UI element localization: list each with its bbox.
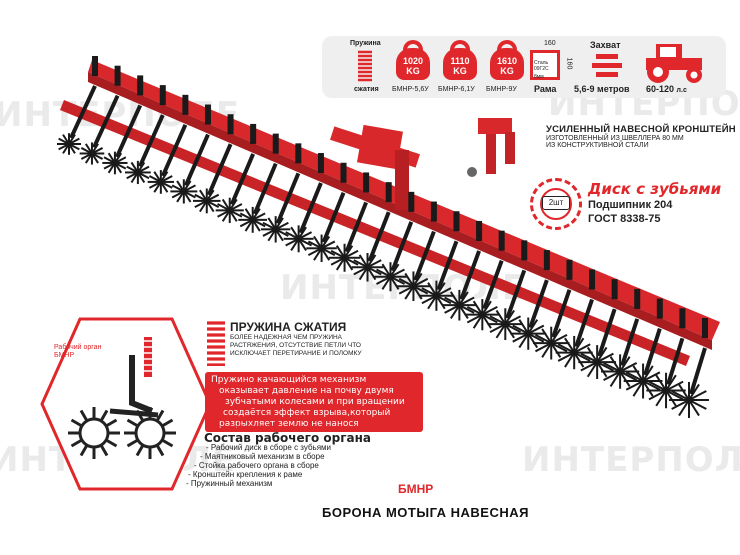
tractor-icon xyxy=(646,44,702,83)
composition-title: Состав рабочего органа xyxy=(204,431,371,445)
spring-caption: сжатия xyxy=(354,86,379,93)
mount-line: ИЗ КОНСТРУКТИВНОЙ СТАЛИ xyxy=(546,142,649,149)
spring-description: ПРУЖИНА СЖАТИЯ БОЛЕЕ НАДЕЖНАЯ ЧЕМ ПРУЖИН… xyxy=(230,320,410,358)
frame-profile-icon xyxy=(530,50,560,80)
weight-model: БМНР-5,6У xyxy=(392,86,429,93)
list-item: - Пружинный механизм xyxy=(186,479,273,488)
spring-title: ПРУЖИНА СЖАТИЯ xyxy=(230,320,347,334)
mechanism-description-tail: вред растению xyxy=(212,423,276,432)
mount-description: УСИЛЕННЫЙ НАВЕСНОЙ КРОНШТЕЙН ИЗГОТОВЛЕНН… xyxy=(546,124,736,149)
width-value: 5,6-9 метров xyxy=(574,84,630,94)
list-item: - Стойка рабочего органа в сборе xyxy=(194,461,319,470)
disk-title: Диск с зубьями xyxy=(588,180,722,198)
spring-icon xyxy=(358,50,372,82)
weight-model: БМНР-6,1У xyxy=(438,86,475,93)
disk-count-badge: 2шт xyxy=(542,196,570,210)
frame-material: Сталь 09Г2С xyxy=(534,60,549,72)
mount-line: ИЗГОТОВЛЕННЫЙ ИЗ ШВЕЛЛЕРА 80 ММ xyxy=(546,135,684,142)
frame-side-dimension: 160 xyxy=(565,57,573,70)
mount-bracket-icon xyxy=(467,118,515,177)
mechanism-description-panel: Пружино качающийся механизм оказывает да… xyxy=(205,372,423,432)
frame-top-dimension: 160 xyxy=(544,40,556,47)
bearing-icon xyxy=(530,178,582,230)
mount-title: УСИЛЕННЫЙ НАВЕСНОЙ КРОНШТЕЙН xyxy=(546,124,736,135)
disk-bearing: Подшипник 204 xyxy=(588,199,673,211)
product-name: БОРОНА МОТЫГА НАВЕСНАЯ xyxy=(322,505,529,520)
weight-model: БМНР-9У xyxy=(486,86,517,93)
harrow-illustration xyxy=(57,56,720,418)
power-value: 60-120 л.с xyxy=(646,84,687,94)
disk-info: 2шт Диск с зубьями Подшипник 204 ГОСТ 83… xyxy=(530,172,730,232)
list-item: - Маятниковый механизм в сборе xyxy=(200,452,325,461)
frame-thickness: 8мм xyxy=(534,74,544,80)
spring-coil-icon xyxy=(207,321,225,366)
list-item: - Рабочий диск в сборе с зубьями xyxy=(206,443,332,452)
watermark: ИНТЕРПОЛЕ xyxy=(522,440,740,480)
width-icon xyxy=(592,54,622,77)
product-model: БМНР xyxy=(398,482,434,496)
composition-list: Состав рабочего органа - Рабочий диск в … xyxy=(186,431,416,488)
spring-label: Пружина xyxy=(350,40,381,47)
inset-label: Рабочий орган БМНР xyxy=(54,344,102,359)
frame-label: Рама xyxy=(534,84,557,94)
list-item: - Кронштейн крепления к раме xyxy=(188,470,303,479)
width-label: Захват xyxy=(590,40,621,50)
working-unit-inset xyxy=(40,317,212,491)
disk-gost: ГОСТ 8338-75 xyxy=(588,213,661,225)
